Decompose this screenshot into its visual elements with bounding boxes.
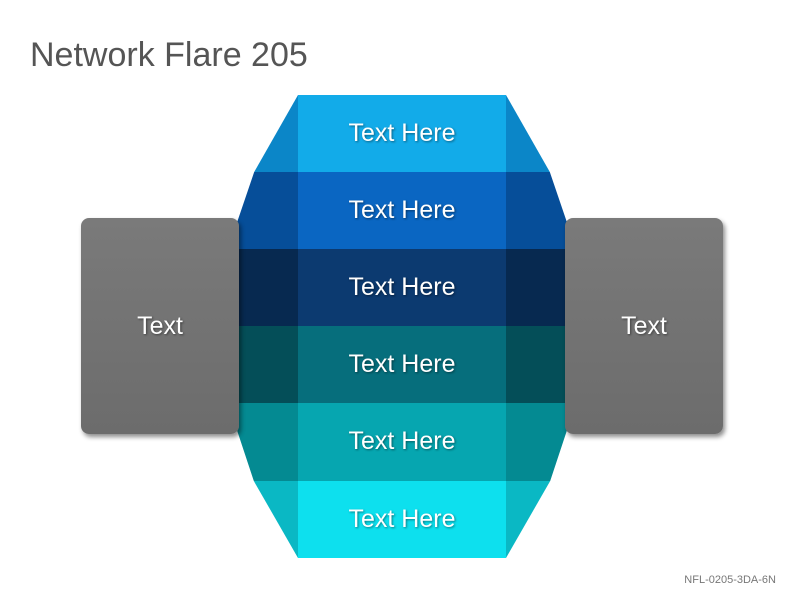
band-6-right-wing [506, 481, 551, 558]
band-1-label: Text Here [348, 118, 456, 147]
band-4[interactable] [228, 326, 576, 403]
band-2-center [298, 172, 506, 249]
band-1[interactable] [254, 95, 550, 172]
band-6[interactable] [253, 481, 551, 558]
left-text-box[interactable]: Text [81, 218, 239, 434]
band-6-label: Text Here [348, 504, 456, 533]
left-box-label: Text [137, 311, 183, 340]
band-5-right-wing [506, 403, 576, 481]
band-4-center [298, 326, 506, 403]
band-2-label: Text Here [348, 195, 456, 224]
band-3-center [298, 249, 506, 326]
band-6-left-wing [253, 481, 298, 558]
band-4-right-wing [506, 326, 576, 403]
band-2[interactable] [228, 172, 576, 249]
band-5-label: Text Here [348, 427, 456, 455]
footer-code: NFL-0205-3DA-6N [684, 574, 776, 586]
right-box-label: Text [621, 311, 667, 340]
band-3-label: Text Here [348, 272, 456, 301]
band-3-right-wing [506, 249, 576, 326]
band-1-left-wing [254, 95, 298, 172]
right-text-box[interactable]: Text [565, 218, 723, 434]
band-3[interactable] [228, 249, 576, 326]
band-1-center [298, 95, 506, 172]
band-5[interactable] [228, 403, 576, 481]
band-4-left-wing [228, 326, 298, 403]
band-5-left-wing [228, 403, 298, 481]
band-1-right-wing [506, 95, 550, 172]
band-2-right-wing [506, 172, 576, 249]
band-5-center [298, 403, 506, 481]
band-6-center [298, 481, 506, 558]
band-3-left-wing [228, 249, 298, 326]
band-4-label: Text Here [348, 349, 456, 378]
slide-title: Network Flare 205 [30, 36, 308, 74]
band-2-left-wing [228, 172, 298, 249]
